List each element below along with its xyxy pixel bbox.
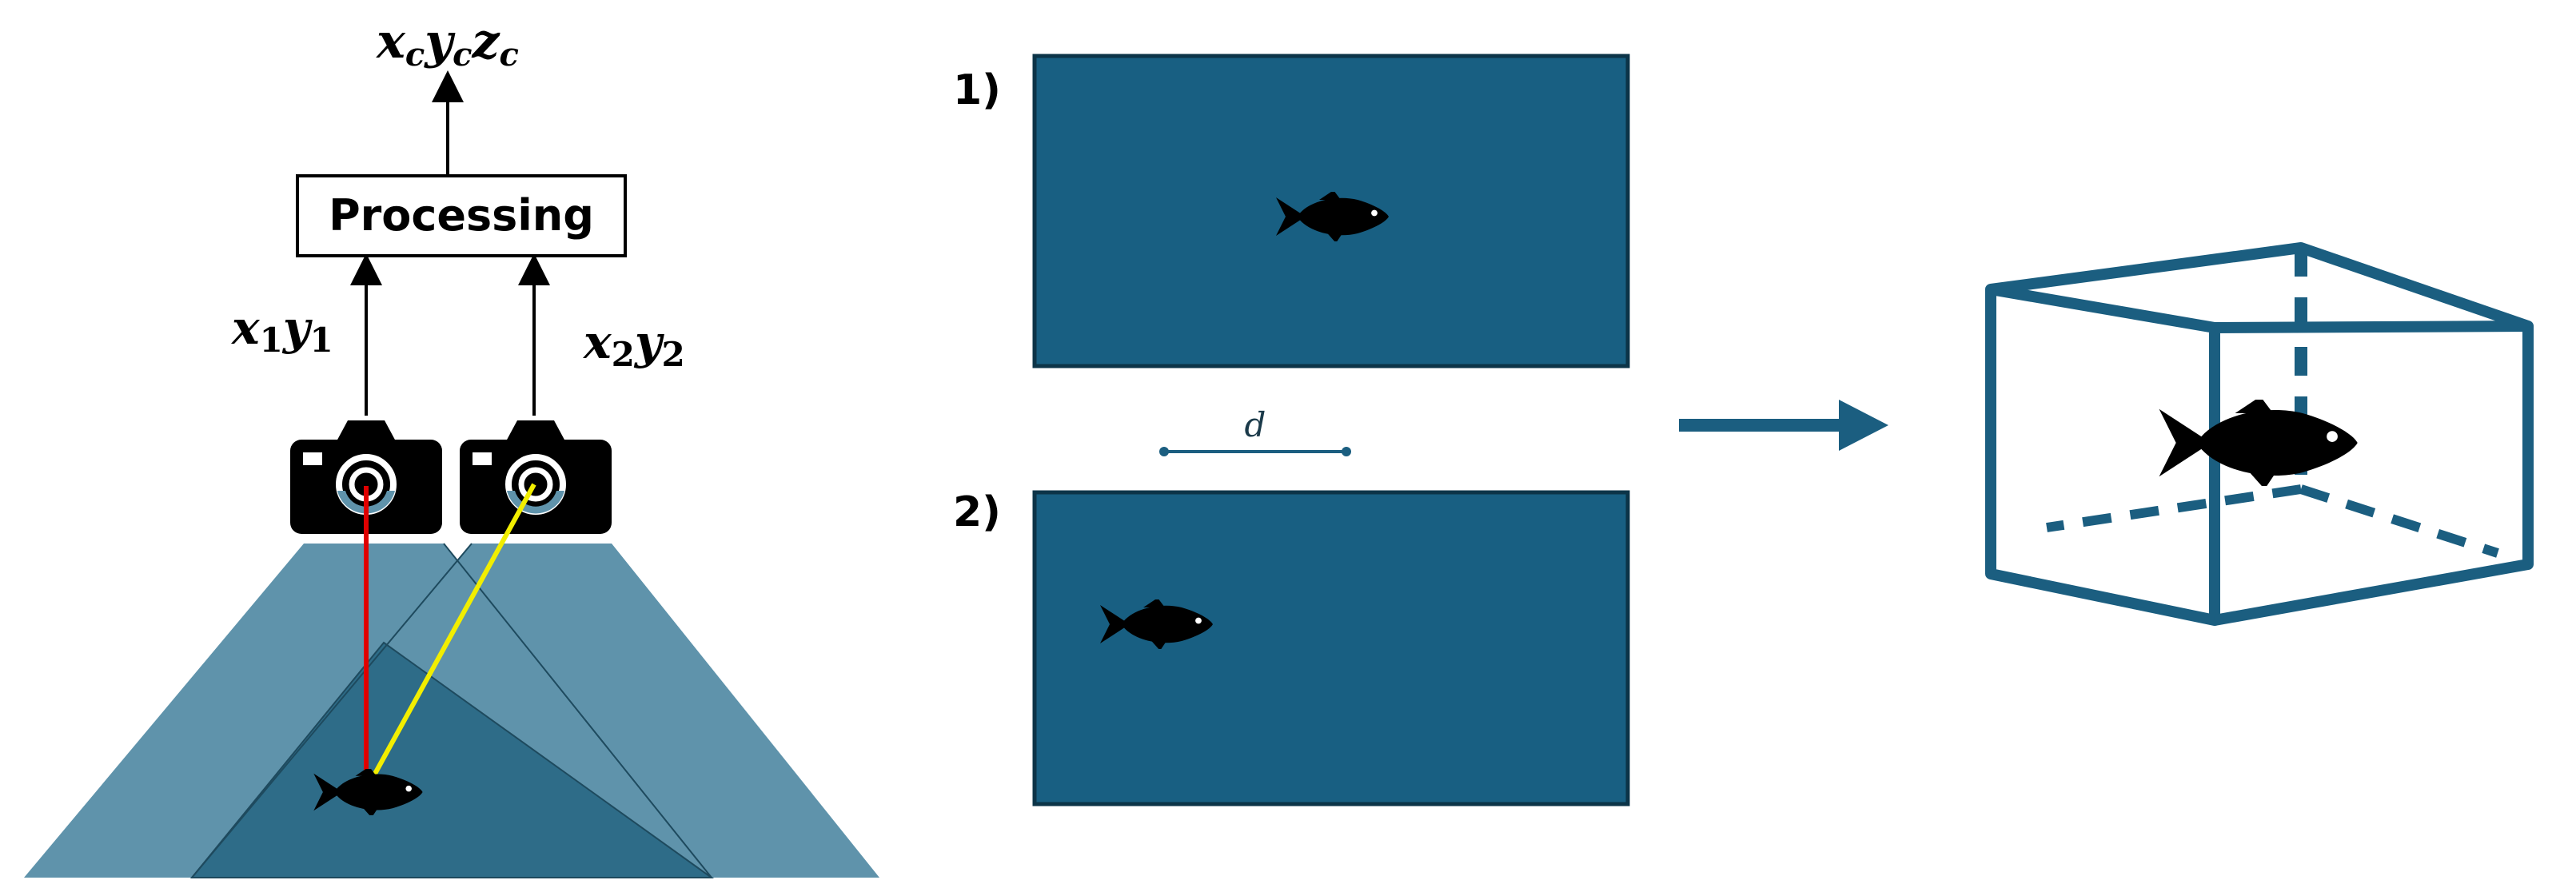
camera1-coordinates-label: x1y1 bbox=[230, 301, 333, 360]
cone-edge-line bbox=[443, 543, 712, 878]
processing-box bbox=[296, 174, 627, 257]
overlap-field-of-view bbox=[189, 641, 715, 878]
cube-icon bbox=[1985, 242, 2534, 626]
displacement-end-dot bbox=[1342, 447, 1351, 456]
cube-hidden-edge bbox=[2299, 484, 2499, 558]
to-3d-arrow bbox=[1679, 400, 1888, 451]
frame-sequence: 1) d 2) bbox=[953, 54, 1630, 806]
displacement-label: d bbox=[1245, 405, 1266, 444]
camera-icon bbox=[460, 420, 612, 534]
cube-hidden-edge bbox=[2046, 484, 2302, 532]
cone-edge-line bbox=[191, 543, 473, 878]
stereo-camera-rig: Processing xcyczc x1y1 x2y2 bbox=[24, 14, 879, 878]
processing-label: Processing bbox=[329, 190, 594, 241]
cube-right-edge bbox=[2213, 326, 2534, 626]
frame1-label: 1) bbox=[953, 66, 1001, 114]
arrow-right-head bbox=[1839, 400, 1888, 451]
fish-icon bbox=[2159, 400, 2358, 486]
output-coordinates-label: xcyczc bbox=[375, 14, 519, 74]
camera2-ray bbox=[364, 483, 536, 791]
frame2-label: 2) bbox=[953, 488, 1001, 536]
displacement-end-dot bbox=[1159, 447, 1169, 456]
frame2-panel bbox=[1032, 490, 1630, 806]
cube-top-edge bbox=[1990, 242, 2534, 333]
camera2-coordinates-label: x2y2 bbox=[582, 315, 685, 374]
